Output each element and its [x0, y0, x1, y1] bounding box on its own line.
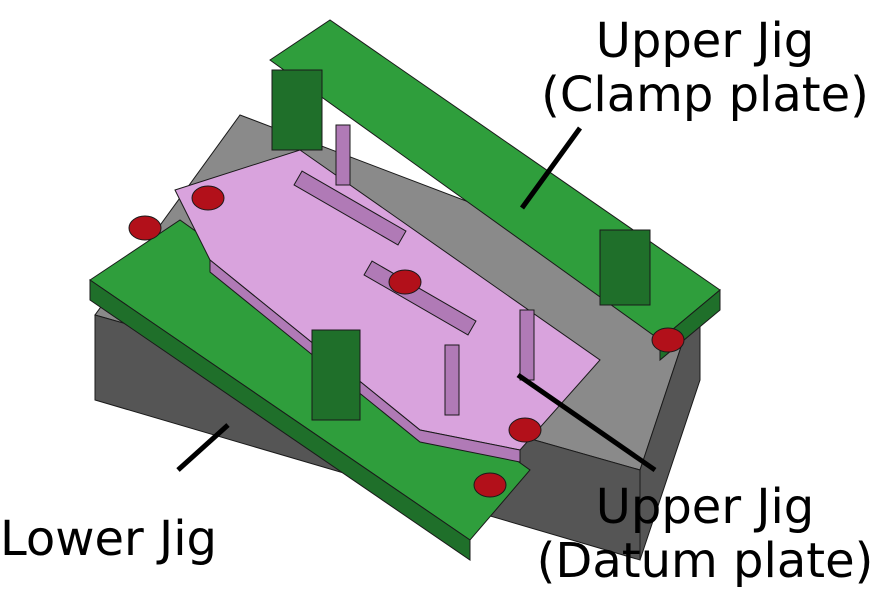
clamp-pad — [508, 417, 542, 443]
clamp-cylinder — [311, 329, 361, 421]
datum-pin — [519, 309, 535, 381]
lower-jig-plate-front — [89, 279, 471, 561]
datum-pin — [335, 124, 351, 186]
clamp-pads — [128, 185, 685, 498]
clamp-pad — [388, 269, 422, 295]
leader-line-clamp-plate — [519, 126, 583, 210]
label-line: (Clamp plate) — [541, 67, 869, 123]
clamp-pad — [191, 185, 225, 211]
label-upper-jig-datum-plate: Upper Jig (Datum plate) — [530, 480, 880, 588]
label-lower-jig: Lower Jig — [0, 512, 250, 566]
datum-pin — [444, 344, 460, 416]
leader-line-lower-jig — [176, 423, 230, 472]
clamp-pad — [651, 327, 685, 353]
datum-plate-edge — [209, 258, 521, 463]
clamp-cylinder — [599, 229, 651, 306]
label-line: Upper Jig — [595, 13, 815, 69]
base-block-side — [639, 289, 701, 561]
label-line: (Datum plate) — [536, 533, 874, 589]
label-upper-jig-clamp-plate: Upper Jig (Clamp plate) — [530, 14, 880, 122]
datum-slot — [293, 170, 407, 246]
label-line: Lower Jig — [0, 511, 218, 567]
clamp-pad — [473, 472, 507, 498]
clamp-cylinder — [271, 69, 323, 151]
label-line: Upper Jig — [595, 479, 815, 535]
clamp-pad — [128, 215, 162, 241]
leader-line-datum-plate — [516, 372, 657, 473]
